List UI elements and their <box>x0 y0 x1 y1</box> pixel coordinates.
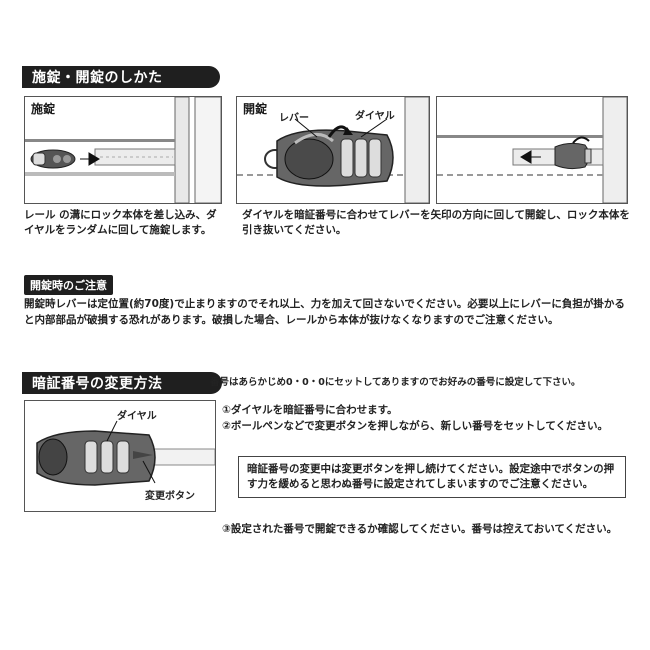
unlock-caption: ダイヤルを暗証番号に合わせてレバーを矢印の方向に回して開錠し、ロック本体を引き抜… <box>242 209 630 236</box>
code-warning: 暗証番号の変更中は変更ボタンを押し続けてください。設定途中でボタンの押す力を緩め… <box>238 456 626 498</box>
dial-label-code: ダイヤル <box>117 411 157 422</box>
pull-out-illustration <box>437 97 627 203</box>
notice-unlock-text: 開錠時レバーは定位置(約70度)で止まりますのでそれ以上、力を加えて回さないでく… <box>24 298 625 326</box>
lever-label: レバー <box>279 113 309 124</box>
notice-unlock-title: 開錠時のご注意 <box>30 279 107 292</box>
change-button-label: 変更ボタン <box>145 491 195 502</box>
dial-label: ダイヤル <box>355 111 395 122</box>
notice-unlock-header: 開錠時のご注意 <box>24 275 113 295</box>
section-code-header: 暗証番号の変更方法 <box>22 372 222 394</box>
section-lock-header: 施錠・開錠のしかた <box>22 66 220 88</box>
step-1: ①ダイヤルを暗証番号に合わせます。 <box>222 404 398 416</box>
dial-button-illustration <box>36 420 215 486</box>
panel-dial: ダイヤル 変更ボタン <box>24 400 216 512</box>
panel-pull-out <box>436 96 628 204</box>
lever-dial-illustration <box>237 97 429 203</box>
section-lock-title: 施錠・開錠のしかた <box>32 70 163 86</box>
step-2: ②ボールペンなどで変更ボタンを押しながら、新しい番号をセットしてください。 <box>222 420 609 432</box>
lock-caption: レール の溝にロック本体を差し込み、ダイヤルをランダムに回して施錠します。 <box>24 209 217 236</box>
panel-lock: 施錠 <box>24 96 222 204</box>
lock-illustration <box>25 97 221 203</box>
step-3: ③設定された番号で開錠できるか確認してください。番号は控えておいてください。 <box>222 523 618 535</box>
panel-unlock-label: 開錠 <box>243 102 268 116</box>
panel-unlock: 開錠 レバー ダイヤル <box>236 96 430 204</box>
section-code-title: 暗証番号の変更方法 <box>32 376 163 392</box>
panel-lock-label: 施錠 <box>31 102 56 116</box>
code-intro: 番号はあらかじめ0・0・0にセットしてありますのでお好みの番号に設定して下さい。 <box>210 377 581 388</box>
